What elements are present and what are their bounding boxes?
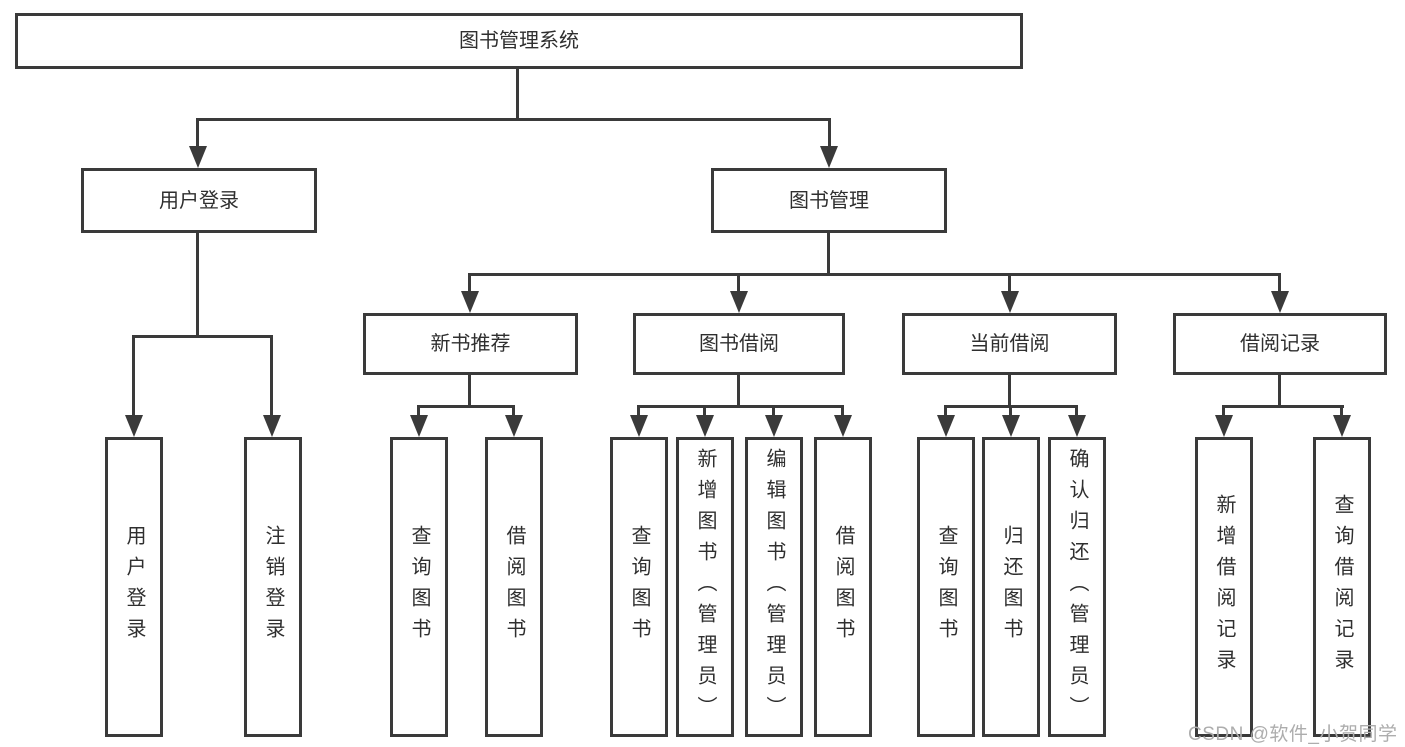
leaf-edit-book-admin: 编辑图书（管理员）	[745, 437, 803, 737]
node-book-borrowing: 图书借阅	[633, 313, 845, 375]
node-label: 用户登录	[123, 525, 145, 649]
connector-line	[270, 335, 273, 417]
connector-line	[703, 405, 706, 417]
node-borrowing-records: 借阅记录	[1173, 313, 1387, 375]
connector-line	[133, 335, 273, 338]
leaf-borrow-book-recommend: 借阅图书	[485, 437, 543, 737]
node-label: 当前借阅	[969, 333, 1050, 355]
connector-line	[1223, 405, 1344, 408]
arrow-down-icon	[630, 415, 648, 437]
connector-line	[1278, 375, 1281, 408]
node-label: 图书管理系统	[459, 30, 579, 52]
node-label: 查询图书	[935, 525, 957, 649]
node-user-login-branch: 用户登录	[81, 168, 317, 233]
connector-line	[1008, 375, 1011, 408]
connector-line	[468, 375, 471, 408]
arrow-down-icon	[189, 146, 207, 168]
arrow-down-icon	[1333, 415, 1351, 437]
connector-line	[417, 405, 420, 417]
node-label: 新书推荐	[430, 333, 511, 355]
connector-line	[1278, 273, 1281, 293]
node-book-management-branch: 图书管理	[711, 168, 947, 233]
node-label: 查询图书	[628, 525, 650, 649]
connector-line	[132, 335, 135, 417]
leaf-user-login: 用户登录	[105, 437, 163, 737]
node-label: 归还图书	[1000, 525, 1022, 649]
arrow-down-icon	[937, 415, 955, 437]
node-new-book-recommendation: 新书推荐	[363, 313, 578, 375]
leaf-add-book-admin: 新增图书（管理员）	[676, 437, 734, 737]
connector-line	[469, 273, 1281, 276]
connector-line	[1075, 405, 1078, 417]
leaf-return-book: 归还图书	[982, 437, 1040, 737]
connector-line	[418, 405, 515, 408]
leaf-borrow-book: 借阅图书	[814, 437, 872, 737]
arrow-down-icon	[820, 146, 838, 168]
node-label: 新增借阅记录	[1213, 494, 1235, 680]
connector-line	[827, 233, 830, 276]
connector-line	[1009, 405, 1012, 417]
connector-line	[772, 405, 775, 417]
leaf-query-book-borrowing: 查询图书	[610, 437, 668, 737]
arrow-down-icon	[125, 415, 143, 437]
csdn-watermark: CSDN @软件_小贺同学	[1188, 724, 1398, 745]
arrow-down-icon	[505, 415, 523, 437]
connector-line	[1008, 273, 1011, 293]
node-label: 借阅图书	[503, 525, 525, 649]
connector-line	[737, 273, 740, 293]
arrow-down-icon	[263, 415, 281, 437]
arrow-down-icon	[1215, 415, 1233, 437]
connector-line	[196, 233, 199, 338]
connector-line	[944, 405, 947, 417]
node-label: 查询借阅记录	[1331, 494, 1353, 680]
node-label: 图书管理	[789, 189, 869, 212]
arrow-down-icon	[410, 415, 428, 437]
node-label: 注销登录	[262, 525, 284, 649]
node-current-borrowing: 当前借阅	[902, 313, 1117, 375]
leaf-logout: 注销登录	[244, 437, 302, 737]
node-label: 确认归还（管理员）	[1066, 447, 1088, 727]
node-label: 用户登录	[159, 189, 239, 212]
connector-line	[468, 273, 471, 293]
connector-line	[196, 118, 199, 150]
arrow-down-icon	[1068, 415, 1086, 437]
connector-line	[841, 405, 844, 417]
connector-line	[1340, 405, 1343, 417]
connector-line	[512, 405, 515, 417]
arrow-down-icon	[696, 415, 714, 437]
leaf-query-book-recommend: 查询图书	[390, 437, 448, 737]
connector-line	[516, 69, 519, 121]
leaf-query-book-current: 查询图书	[917, 437, 975, 737]
connector-line	[737, 375, 740, 408]
connector-line	[197, 118, 831, 121]
arrow-down-icon	[765, 415, 783, 437]
arrow-down-icon	[461, 291, 479, 313]
node-label: 借阅记录	[1240, 333, 1320, 355]
connector-line	[637, 405, 640, 417]
arrow-down-icon	[1002, 415, 1020, 437]
node-label: 编辑图书（管理员）	[763, 447, 785, 727]
leaf-query-borrow-record: 查询借阅记录	[1313, 437, 1371, 737]
connector-line	[828, 118, 831, 150]
node-label: 新增图书（管理员）	[694, 447, 716, 727]
arrow-down-icon	[1271, 291, 1289, 313]
arrow-down-icon	[834, 415, 852, 437]
arrow-down-icon	[730, 291, 748, 313]
connector-line	[1222, 405, 1225, 417]
connector-line	[638, 405, 844, 408]
node-label: 图书借阅	[699, 333, 779, 355]
node-label: 借阅图书	[832, 525, 854, 649]
leaf-confirm-return-admin: 确认归还（管理员）	[1048, 437, 1106, 737]
arrow-down-icon	[1001, 291, 1019, 313]
node-library-management-system: 图书管理系统	[15, 13, 1023, 69]
leaf-add-borrow-record: 新增借阅记录	[1195, 437, 1253, 737]
node-label: 查询图书	[408, 525, 430, 649]
